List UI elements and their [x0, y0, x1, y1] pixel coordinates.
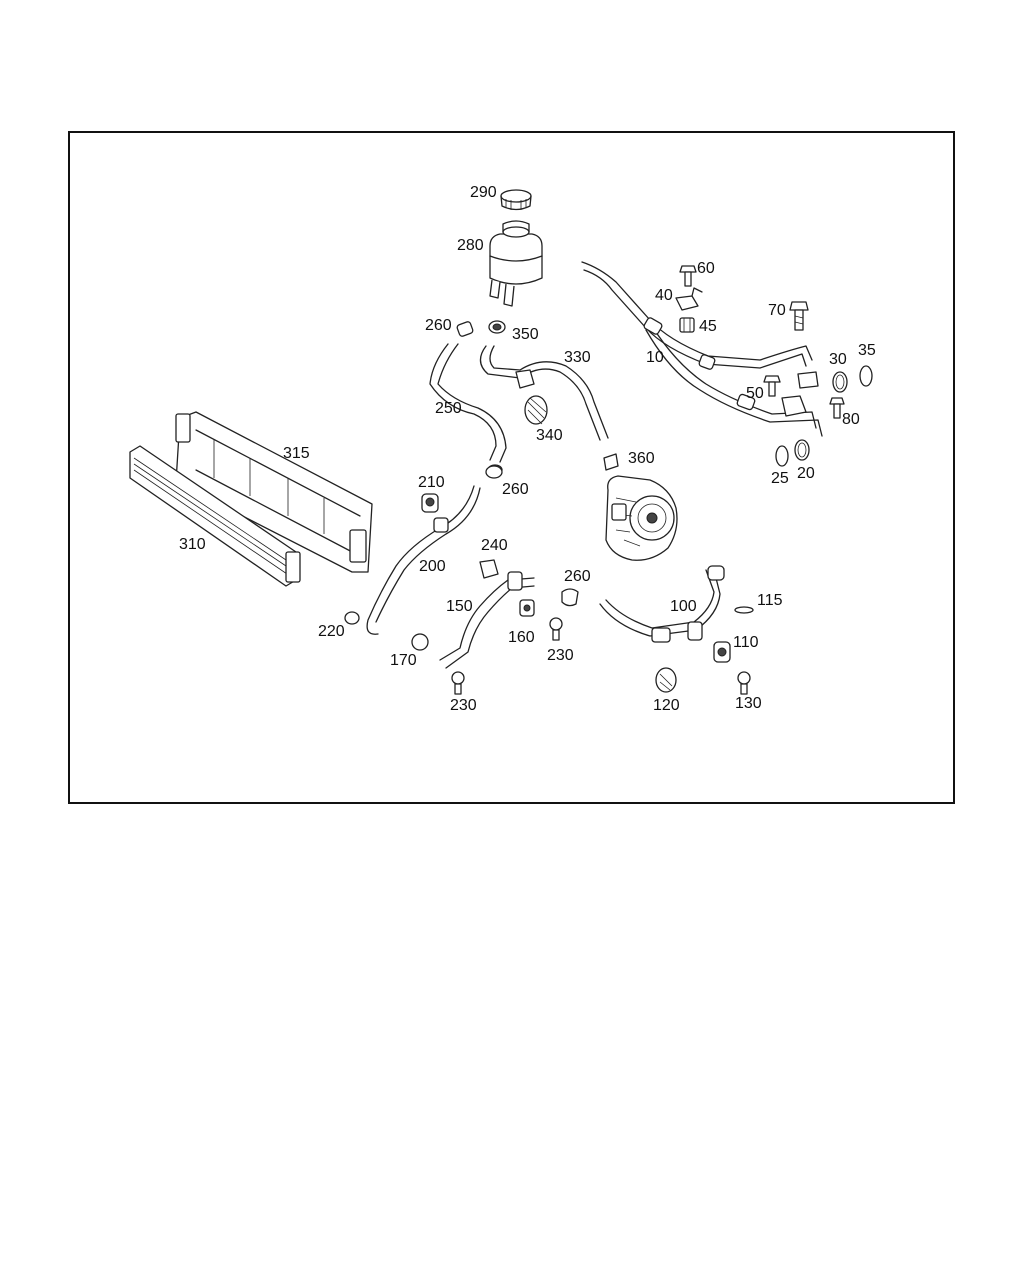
hose-clamp-part: [561, 588, 579, 607]
bolt-part: [549, 617, 563, 641]
seal-ring-part: [859, 365, 873, 387]
callout-115: 115: [757, 592, 783, 609]
bolt-part: [679, 265, 697, 287]
callout-290: 290: [470, 184, 497, 201]
callout-315: 315: [283, 445, 310, 462]
cooler-line-part: [366, 485, 481, 635]
pressure-line-part: [581, 261, 823, 437]
bolt-part: [763, 375, 781, 397]
callout-220: 220: [318, 623, 345, 640]
bolt-part: [451, 671, 465, 695]
callout-35: 35: [858, 342, 876, 359]
nut-part: [479, 559, 499, 579]
callout-280: 280: [457, 237, 484, 254]
callout-360: 360: [628, 450, 655, 467]
power-steering-pump-part: [605, 475, 678, 561]
clip-part: [679, 317, 695, 333]
fitting-part: [421, 493, 439, 513]
oil-cooler-part: [129, 445, 301, 587]
callout-60: 60: [697, 260, 715, 277]
callout-260-top: 260: [425, 317, 452, 334]
seal-ring-part: [794, 439, 810, 461]
clamp-part: [713, 641, 731, 663]
callout-310: 310: [179, 536, 206, 553]
return-line-part: [439, 571, 535, 669]
bolt-part: [737, 671, 751, 695]
seal-ring-part: [775, 445, 789, 467]
callout-210: 210: [418, 474, 445, 491]
callout-240: 240: [481, 537, 508, 554]
callout-160: 160: [508, 629, 535, 646]
callout-45: 45: [699, 318, 717, 335]
seal-ring-part: [411, 633, 429, 651]
reservoir-cap-part: [500, 189, 532, 211]
bolt-part: [829, 397, 845, 419]
seal-ring-part: [344, 611, 360, 625]
seal-ring-part: [734, 606, 754, 614]
callout-330: 330: [564, 349, 591, 366]
callout-350: 350: [512, 326, 539, 343]
hose-clamp-part: [485, 465, 503, 479]
callout-50: 50: [746, 385, 764, 402]
callout-20: 20: [797, 465, 815, 482]
callout-110: 110: [733, 634, 759, 651]
bracket-part: [675, 287, 703, 311]
bolt-part: [789, 301, 809, 331]
seal-ring-part: [832, 371, 848, 393]
callout-200: 200: [419, 558, 446, 575]
callout-10: 10: [646, 349, 664, 366]
filter-element-part: [524, 395, 548, 425]
callout-40: 40: [655, 287, 673, 304]
callout-230-mid: 230: [547, 647, 574, 664]
clamp-part: [519, 599, 535, 617]
sealing-ring-part: [488, 320, 506, 334]
pressure-hose-part: [599, 565, 725, 643]
callout-130: 130: [735, 695, 762, 712]
damper-part: [655, 667, 677, 693]
callout-170: 170: [390, 652, 417, 669]
return-hose-part: [479, 345, 609, 441]
fluid-reservoir-part: [489, 220, 543, 307]
callout-340: 340: [536, 427, 563, 444]
callout-250: 250: [435, 400, 462, 417]
callout-260-mid: 260: [502, 481, 529, 498]
callout-70: 70: [768, 302, 786, 319]
hose-clamp-part: [456, 321, 474, 337]
fitting-part: [603, 453, 619, 471]
callout-100: 100: [670, 598, 697, 615]
callout-150: 150: [446, 598, 473, 615]
callout-25: 25: [771, 470, 789, 487]
callout-230-low: 230: [450, 697, 477, 714]
callout-120: 120: [653, 697, 680, 714]
diagram-frame: [68, 131, 955, 804]
callout-30: 30: [829, 351, 847, 368]
callout-260-low: 260: [564, 568, 591, 585]
callout-80: 80: [842, 411, 860, 428]
